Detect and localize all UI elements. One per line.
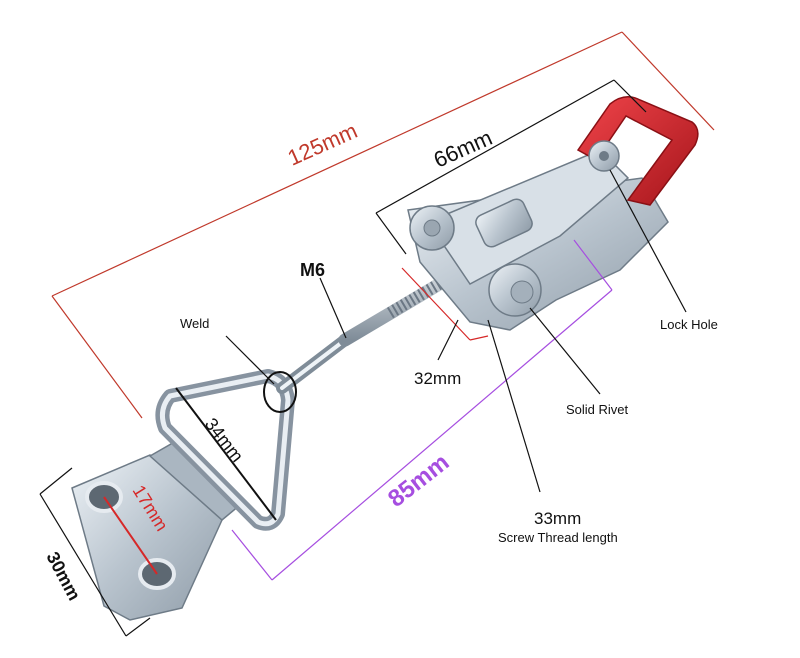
label-screw-thread: 33mm	[534, 509, 581, 528]
rod-bend-hl	[280, 338, 347, 390]
label-thread-length: 85mm	[383, 449, 454, 513]
label-loop-width: 34mm	[201, 414, 248, 466]
dim-latch-length	[375, 79, 647, 255]
label-lock-hole: Lock Hole	[660, 317, 718, 332]
label-solid-rivet: Solid Rivet	[566, 402, 629, 417]
callout-leaders	[225, 169, 687, 493]
lock-hole-center	[599, 151, 609, 161]
latch-illustration	[71, 96, 699, 621]
label-overall-length: 125mm	[284, 118, 361, 171]
label-screw-thread-length: Screw Thread length	[498, 530, 618, 545]
nut-block	[475, 198, 533, 248]
label-weld: Weld	[180, 316, 209, 331]
dimension-lines	[39, 31, 715, 637]
label-latch-length: 66mm	[430, 125, 496, 173]
dim-hole-spacing	[103, 496, 158, 575]
label-rod-thread: M6	[300, 260, 325, 280]
dim-loop-width	[175, 387, 277, 521]
dim-plate-width	[39, 467, 151, 637]
dim-latch-width	[401, 267, 489, 341]
dim-overall	[51, 31, 715, 419]
red-handle	[576, 96, 699, 206]
weld-marker	[263, 371, 297, 413]
pivot-left-center	[423, 219, 441, 237]
solid-rivet-center	[510, 280, 534, 304]
label-latch-width: 32mm	[414, 369, 461, 388]
